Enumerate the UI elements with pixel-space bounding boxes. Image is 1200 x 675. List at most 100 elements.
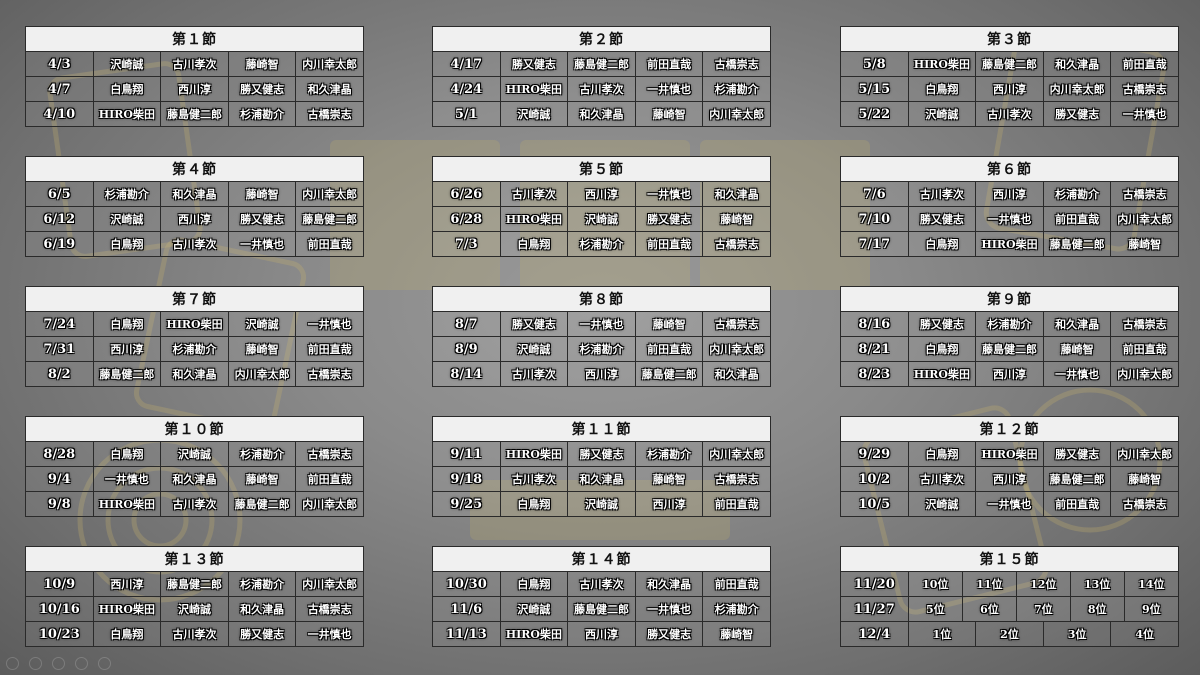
play-icon[interactable]	[29, 657, 42, 670]
player-cell: 藤島健二郎	[975, 336, 1044, 362]
player-cell: 勝又健志	[634, 206, 704, 232]
player-cell: 勝又健志	[907, 311, 977, 337]
round-title: 第１節	[25, 26, 364, 52]
player-cell: 古川孝次	[160, 491, 229, 517]
round-title: 第１２節	[840, 416, 1179, 442]
player-cell: 藤島健二郎	[567, 51, 636, 77]
player-cell: 一井慎也	[295, 311, 364, 337]
player-cell: HIRO柴田	[907, 51, 977, 77]
player-cell: HIRO柴田	[499, 441, 569, 467]
match-date: 6/12	[25, 206, 94, 232]
round-title: 第１３節	[25, 546, 364, 572]
player-cell: 内川幸太郎	[295, 571, 364, 597]
more-icon[interactable]	[98, 657, 111, 670]
player-cell: 4位	[1110, 621, 1179, 647]
player-cell: 沢崎誠	[567, 491, 636, 517]
player-cell: 古橋崇志	[1110, 181, 1179, 207]
prev-icon[interactable]	[6, 657, 19, 670]
player-cell: 古川孝次	[160, 621, 229, 647]
player-cell: 2位	[975, 621, 1044, 647]
player-cell: 沢崎誠	[499, 596, 569, 622]
player-cell: 西川淳	[567, 181, 636, 207]
round-title: 第１５節	[840, 546, 1179, 572]
player-cell: 藤島健二郎	[160, 101, 229, 127]
rank-cell: 7位	[1015, 597, 1071, 621]
player-cell: 一井慎也	[227, 231, 297, 257]
player-cell: 杉浦勘介	[567, 336, 636, 362]
player-cell: 西川淳	[92, 336, 162, 362]
round-title: 第３節	[840, 26, 1179, 52]
match-date: 8/2	[25, 361, 94, 387]
player-cell: 藤崎智	[634, 466, 704, 492]
player-cell: 和久津晶	[1042, 311, 1112, 337]
player-cell: 杉浦勘介	[702, 596, 771, 622]
player-cell: 白鳥翔	[92, 621, 162, 647]
player-cell: HIRO柴田	[975, 231, 1044, 257]
player-cell: 沢崎誠	[92, 51, 162, 77]
view-icon[interactable]	[75, 657, 88, 670]
player-cell: 古川孝次	[499, 181, 569, 207]
player-cell: 杉浦勘介	[227, 101, 297, 127]
match-date: 8/7	[432, 311, 501, 337]
player-cell: 前田直哉	[634, 336, 704, 362]
player-cell: 和久津晶	[295, 76, 364, 102]
match-date: 8/23	[840, 361, 909, 387]
player-cell: 勝又健志	[1042, 101, 1112, 127]
player-cell: 勝又健志	[227, 621, 297, 647]
player-cell: 藤島健二郎	[295, 206, 364, 232]
player-cell: 古橋崇志	[702, 311, 771, 337]
player-cell: 西川淳	[975, 466, 1044, 492]
player-cell: 内川幸太郎	[295, 51, 364, 77]
rank-cell: 10位	[922, 578, 949, 591]
match-date: 11/20	[840, 571, 909, 597]
player-cell: 藤崎智	[1110, 231, 1179, 257]
player-cell: 内川幸太郎	[1042, 76, 1112, 102]
match-date: 9/25	[432, 491, 501, 517]
player-cell: HIRO柴田	[975, 441, 1044, 467]
player-cell: 西川淳	[975, 76, 1044, 102]
player-cell: 内川幸太郎	[1110, 206, 1179, 232]
player-cell: 白鳥翔	[499, 491, 569, 517]
player-cell: 藤崎智	[1110, 466, 1179, 492]
player-cell: 一井慎也	[634, 76, 704, 102]
player-cell: 白鳥翔	[907, 336, 977, 362]
player-cell: 一井慎也	[567, 311, 636, 337]
player-cell: 古川孝次	[567, 76, 636, 102]
match-date: 10/9	[25, 571, 94, 597]
player-cell: 和久津晶	[160, 181, 229, 207]
player-cell: 前田直哉	[1042, 206, 1112, 232]
player-cell: 藤崎智	[634, 101, 704, 127]
player-cell: 一井慎也	[92, 466, 162, 492]
edit-icon[interactable]	[52, 657, 65, 670]
player-cell: 杉浦勘介	[975, 311, 1044, 337]
match-date: 7/3	[432, 231, 501, 257]
round-title: 第１４節	[432, 546, 771, 572]
match-date: 9/18	[432, 466, 501, 492]
player-cell: 前田直哉	[634, 231, 704, 257]
player-cell: 古橋崇志	[1110, 491, 1179, 517]
player-cell: 古橋崇志	[295, 361, 364, 387]
player-cell: 一井慎也	[975, 491, 1044, 517]
rank-cell: 6位	[961, 597, 1017, 621]
match-date: 10/30	[432, 571, 501, 597]
player-cell: 一井慎也	[1110, 101, 1179, 127]
player-cell: 藤崎智	[1042, 336, 1112, 362]
